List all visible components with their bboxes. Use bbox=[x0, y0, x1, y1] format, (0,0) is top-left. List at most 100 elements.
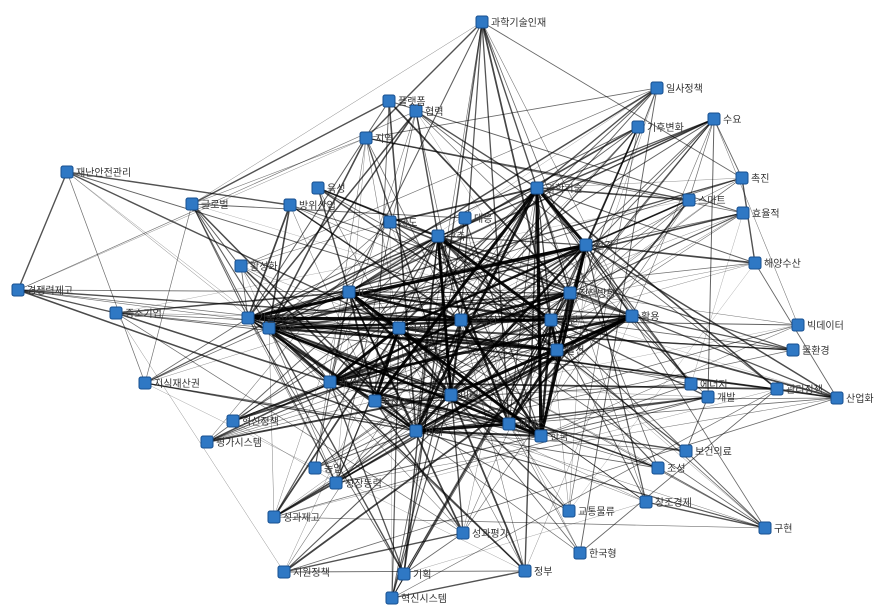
edge-성장동력-협력 bbox=[335, 110, 417, 484]
edge-서비스-지역 bbox=[365, 137, 510, 425]
node-한국[interactable] bbox=[534, 429, 548, 443]
edge-구현-R&D bbox=[374, 400, 766, 529]
node-변화[interactable] bbox=[409, 424, 423, 438]
edge-스마트-성과평가 bbox=[462, 199, 690, 534]
node-보건의료[interactable] bbox=[679, 444, 693, 458]
edge-글로벌-과학기술인재 bbox=[191, 21, 483, 205]
node-일사정책[interactable] bbox=[650, 81, 664, 95]
edge-경쟁력제고-중소기업 bbox=[17, 289, 117, 314]
node-R&D[interactable] bbox=[368, 394, 382, 408]
node-재난안전관리[interactable] bbox=[60, 165, 74, 179]
edge-일사정책-제조 bbox=[268, 87, 658, 329]
node-정부[interactable] bbox=[518, 564, 532, 578]
node-label: 발전 bbox=[566, 345, 584, 357]
node-융복합[interactable] bbox=[454, 313, 468, 327]
node-글로벌[interactable] bbox=[185, 197, 199, 211]
node-과학기술인재[interactable] bbox=[475, 15, 489, 29]
node-개선[interactable] bbox=[323, 375, 337, 389]
edge-촉진-기술혁신 bbox=[247, 177, 743, 319]
node-방위산업[interactable] bbox=[283, 198, 297, 212]
node-조성[interactable] bbox=[651, 461, 665, 475]
node-해양수산[interactable] bbox=[748, 256, 762, 270]
edge-재난안전관리-혁신 bbox=[66, 171, 400, 329]
node-스마트[interactable] bbox=[682, 193, 696, 207]
node-에너지[interactable] bbox=[684, 377, 698, 391]
edge-정부-과학기술 bbox=[524, 187, 538, 572]
node-빅데이터[interactable] bbox=[791, 318, 805, 332]
node-경쟁력제고[interactable] bbox=[11, 283, 25, 297]
node-과학기술[interactable] bbox=[530, 181, 544, 195]
edge-혁신정책-정책방향 bbox=[232, 292, 571, 422]
node-ICT[interactable] bbox=[342, 285, 356, 299]
node-구현[interactable] bbox=[758, 521, 772, 535]
node-지역[interactable] bbox=[359, 131, 373, 145]
node-기획[interactable] bbox=[397, 567, 411, 581]
edge-과학기술인재-기반 bbox=[481, 21, 552, 321]
node-label: 중소기업 bbox=[125, 307, 162, 320]
node-기반[interactable] bbox=[544, 313, 558, 327]
edge-혁신시스템-기반 bbox=[391, 319, 552, 599]
edge-플랫폼-변화 bbox=[388, 100, 417, 432]
node-개발[interactable] bbox=[701, 390, 715, 404]
node-플랫폼[interactable] bbox=[382, 94, 396, 108]
node-농업[interactable] bbox=[308, 461, 322, 475]
node-구축[interactable] bbox=[431, 229, 445, 243]
edge-환경-제조 bbox=[268, 244, 587, 329]
node-활성화[interactable] bbox=[234, 259, 248, 273]
edge-지식재산권-ICT bbox=[144, 291, 350, 384]
edge-기술혁신-ICT bbox=[247, 291, 350, 319]
node-label: 기후변화 bbox=[647, 122, 684, 134]
node-혁신[interactable] bbox=[392, 321, 406, 335]
node-협력[interactable] bbox=[409, 104, 423, 118]
node-활용[interactable] bbox=[625, 309, 639, 323]
node-label: 빅데이터 bbox=[807, 320, 844, 332]
edge-정책방향-과학기술 bbox=[536, 187, 571, 294]
node-효율적[interactable] bbox=[736, 206, 750, 220]
edge-글로벌-대응 bbox=[191, 203, 466, 219]
node-중소기업[interactable] bbox=[109, 306, 123, 320]
node-지식재산권[interactable] bbox=[138, 376, 152, 390]
edge-농업-활용 bbox=[314, 315, 633, 469]
node-기후변화[interactable] bbox=[631, 120, 645, 134]
node-혁신시스템[interactable] bbox=[385, 591, 399, 605]
node-대응[interactable] bbox=[458, 211, 472, 225]
edge-성장동력-혁신 bbox=[335, 327, 400, 484]
node-기술혁신[interactable] bbox=[241, 311, 255, 325]
node-수요[interactable] bbox=[707, 112, 721, 126]
edge-중소기업-제조 bbox=[115, 312, 270, 329]
node-label: 성과평가 bbox=[472, 528, 509, 540]
edge-R&D-기후변화 bbox=[374, 126, 639, 402]
node-지원정책[interactable] bbox=[277, 565, 291, 579]
edge-수요-혁신정책 bbox=[232, 118, 715, 422]
edge-지역-변화 bbox=[365, 137, 417, 432]
node-촉진[interactable] bbox=[735, 171, 749, 185]
node-미래[interactable] bbox=[444, 388, 458, 402]
edge-플랫폼-글로벌 bbox=[191, 100, 390, 205]
node-관리정책[interactable] bbox=[770, 382, 784, 396]
node-한국형[interactable] bbox=[573, 546, 587, 560]
node-성장동력[interactable] bbox=[329, 476, 343, 490]
node-육성[interactable] bbox=[311, 181, 325, 195]
edge-보건의료-서비스 bbox=[508, 423, 687, 452]
node-창조경제[interactable] bbox=[639, 495, 653, 509]
node-혁신정책[interactable] bbox=[226, 414, 240, 428]
node-제도[interactable] bbox=[383, 215, 397, 229]
node-서비스[interactable] bbox=[502, 417, 516, 431]
node-성과제고[interactable] bbox=[267, 510, 281, 524]
node-교통물류[interactable] bbox=[562, 504, 576, 518]
edge-제도-구축 bbox=[389, 221, 439, 237]
node-산업화[interactable] bbox=[830, 391, 844, 405]
node-제조[interactable] bbox=[262, 321, 276, 335]
node-label: 물환경 bbox=[802, 344, 830, 357]
node-평가시스템[interactable] bbox=[200, 435, 214, 449]
edge-경쟁력제고-정책방향 bbox=[17, 289, 571, 294]
node-환경[interactable] bbox=[579, 238, 593, 252]
edge-수요-ICT bbox=[348, 118, 715, 293]
edge-과학기술인재-기획 bbox=[403, 21, 483, 575]
edge-구현-창조경제 bbox=[645, 501, 766, 529]
node-정책방향[interactable] bbox=[563, 286, 577, 300]
node-성과평가[interactable] bbox=[456, 526, 470, 540]
node-label: 한국 bbox=[550, 431, 568, 443]
node-발전[interactable] bbox=[550, 343, 564, 357]
node-물환경[interactable] bbox=[786, 343, 800, 357]
